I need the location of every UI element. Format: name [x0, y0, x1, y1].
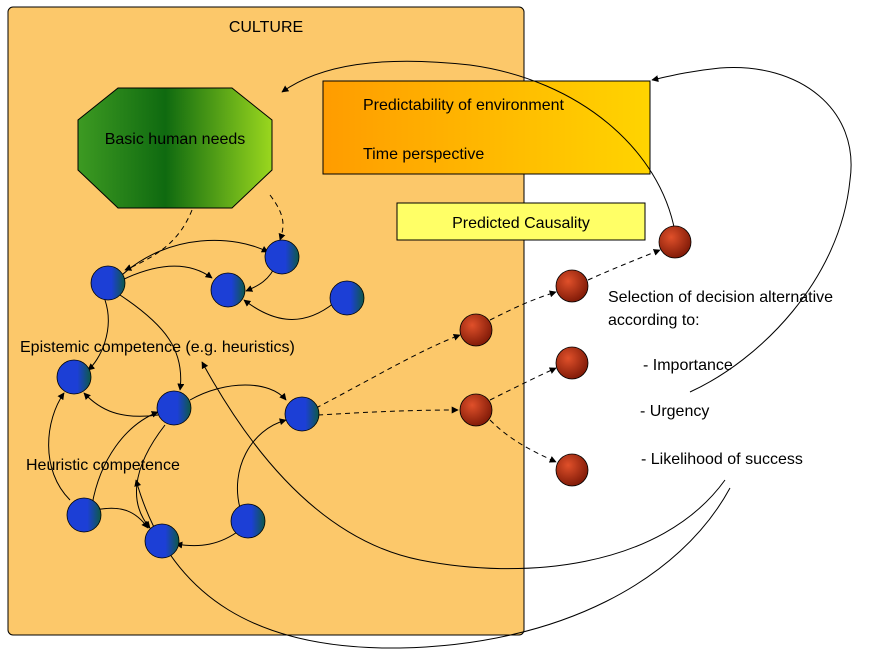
arrow-a-b [121, 239, 269, 276]
dashed-r2-r4 [489, 367, 557, 401]
basic-needs-label: Basic human needs [105, 131, 246, 148]
criterion-urgency: - Urgency [640, 403, 709, 420]
dashed-r2-r6 [489, 419, 557, 463]
arrow-h-e [48, 392, 71, 501]
causality-box [396, 202, 646, 241]
blue-node-g [284, 396, 320, 432]
criterion-likelihood: - Likelihood of success [641, 451, 803, 468]
feedback-to-env-box [651, 67, 852, 393]
arrow-d-c [243, 299, 335, 320]
culture-label: CULTURE [229, 19, 303, 36]
arrow-f-g [189, 384, 287, 401]
red-nodes [459, 225, 692, 487]
blue-node-d [329, 280, 365, 316]
arrow-h-f [91, 411, 159, 506]
feedback-to-epistemic [201, 361, 726, 570]
solid-connections [48, 239, 335, 549]
dashed-octagon-a [124, 209, 193, 271]
arrow-a-f [119, 294, 185, 391]
blue-node-a [90, 265, 126, 301]
epistemic-label: Epistemic competence (e.g. heuristics) [20, 339, 295, 356]
arrow-j-i [175, 529, 241, 549]
red-node-1 [459, 313, 493, 347]
arrow-j-g [236, 418, 287, 509]
feedback-to-octagon [281, 60, 676, 233]
basic-needs-octagon [77, 87, 273, 209]
selection-title: Selection of decision alternative [608, 289, 833, 306]
arrow-h-i [94, 507, 149, 529]
feedback-to-heuristic [134, 479, 731, 649]
dashed-connections [124, 194, 661, 463]
dashed-g-r1 [315, 333, 461, 409]
blue-node-i [144, 523, 180, 559]
feedback-curves [134, 60, 852, 649]
heuristic-label: Heuristic competence [26, 457, 180, 474]
causality-label: Predicted Causality [452, 215, 590, 232]
red-node-4 [555, 346, 589, 380]
blue-node-e [56, 359, 92, 395]
dashed-r1-r3 [489, 290, 557, 321]
red-node-5 [658, 225, 692, 259]
environment-box [322, 80, 651, 175]
red-node-3 [555, 269, 589, 303]
arrow-a-c [121, 265, 213, 281]
dashed-r3-r5 [587, 249, 661, 281]
arrow-f-e [83, 392, 159, 417]
blue-node-c [210, 272, 246, 308]
arrow-a-e [87, 299, 109, 371]
criterion-importance: - Importance [643, 357, 733, 374]
blue-node-j [230, 503, 266, 539]
selection-subtitle: according to: [608, 312, 700, 329]
red-node-2 [459, 393, 493, 427]
blue-node-f [156, 390, 192, 426]
time-perspective-label: Time perspective [363, 146, 484, 163]
blue-node-h [66, 497, 102, 533]
blue-nodes [56, 239, 365, 559]
red-node-6 [555, 453, 589, 487]
predictability-label: Predictability of environment [363, 97, 565, 114]
blue-node-b [264, 239, 300, 275]
dashed-octagon-b [269, 194, 286, 241]
